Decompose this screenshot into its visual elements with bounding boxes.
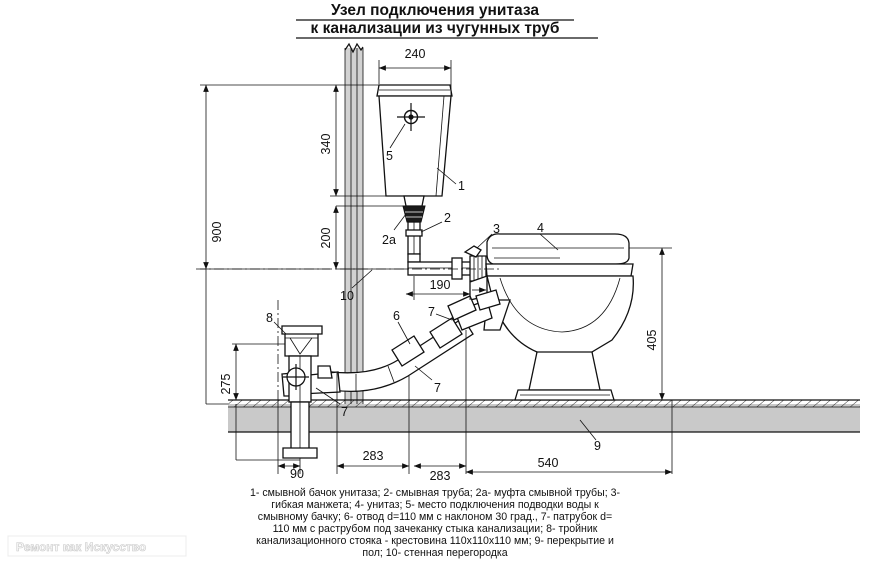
dim-bowl-height: 405: [614, 247, 672, 401]
cistern-tank: [376, 84, 453, 207]
legend-block: 1- смывной бачок унитаза; 2- смывная тру…: [250, 487, 621, 559]
water-inlet-point: [397, 103, 425, 131]
diagram-title: Узел подключения унитаза к канализации и…: [296, 2, 598, 39]
dim-540-label: 540: [538, 456, 559, 470]
dim-283-upper: 283: [336, 449, 410, 469]
dim-900-label: 900: [210, 222, 224, 243]
marker-4: 4: [537, 221, 544, 235]
marker-2a: 2а: [382, 233, 396, 247]
dim-190-label: 190: [430, 278, 451, 292]
dim-283-lower: 283: [413, 463, 467, 483]
legend-line-1: 1- смывной бачок унитаза; 2- смывная тру…: [250, 487, 621, 499]
marker-9: 9: [594, 439, 601, 453]
dim-540: 540: [465, 456, 673, 475]
dim-405-label: 405: [645, 330, 659, 351]
dim-cistern-height: 340: [319, 84, 386, 197]
legend-line-2: гибкая манжета; 4- унитаз; 5- место подк…: [271, 499, 599, 511]
marker-7-middle: 7: [434, 381, 441, 395]
dim-283-lower-label: 283: [430, 469, 451, 483]
legend-line-4: 110 мм с раструбом под зачеканку стыка к…: [273, 523, 598, 535]
legend-line-6: пол; 10- стенная перегородка: [362, 547, 507, 559]
dim-200-label: 200: [319, 228, 333, 249]
dim-340-label: 340: [319, 134, 333, 155]
watermark: Ремонт как Искусство: [7, 535, 187, 557]
dim-tee-height: 275: [206, 343, 300, 461]
title-line-1: Узел подключения унитаза: [331, 2, 539, 19]
marker-1: 1: [458, 179, 465, 193]
marker-2: 2: [444, 211, 451, 225]
flush-pipe-assembly: [402, 205, 487, 282]
floor-slab: [228, 399, 860, 433]
marker-7-lower: 7: [341, 405, 348, 419]
marker-10: 10: [340, 289, 354, 303]
dim-240-label: 240: [405, 47, 426, 61]
dim-90-label: 90: [290, 467, 304, 481]
legend-line-5: канализационного стояка - крестовина 110…: [256, 535, 614, 547]
dim-extension-lines: [277, 330, 673, 474]
legend-line-3: смывному бачку; 6- отвод d=110 мм с накл…: [258, 511, 612, 523]
title-line-2: к канализации из чугунных труб: [311, 20, 560, 37]
wall-partition: [344, 42, 364, 423]
marker-7-upper: 7: [428, 305, 435, 319]
dim-flush-offset: 190: [405, 276, 471, 300]
dim-275-label: 275: [219, 374, 233, 395]
marker-3: 3: [493, 222, 500, 236]
watermark-text: Ремонт как Искусство: [16, 540, 146, 554]
callout-markers: 5 1 2 2а 3 4 10 8 6 7 7 7: [266, 123, 601, 453]
dim-283-upper-label: 283: [363, 449, 384, 463]
marker-6: 6: [393, 309, 400, 323]
sewer-stack-tee: [281, 325, 323, 459]
dim-90: 90: [277, 463, 304, 481]
marker-5: 5: [386, 149, 393, 163]
dim-cistern-width: 240: [378, 47, 452, 96]
marker-8: 8: [266, 311, 273, 325]
